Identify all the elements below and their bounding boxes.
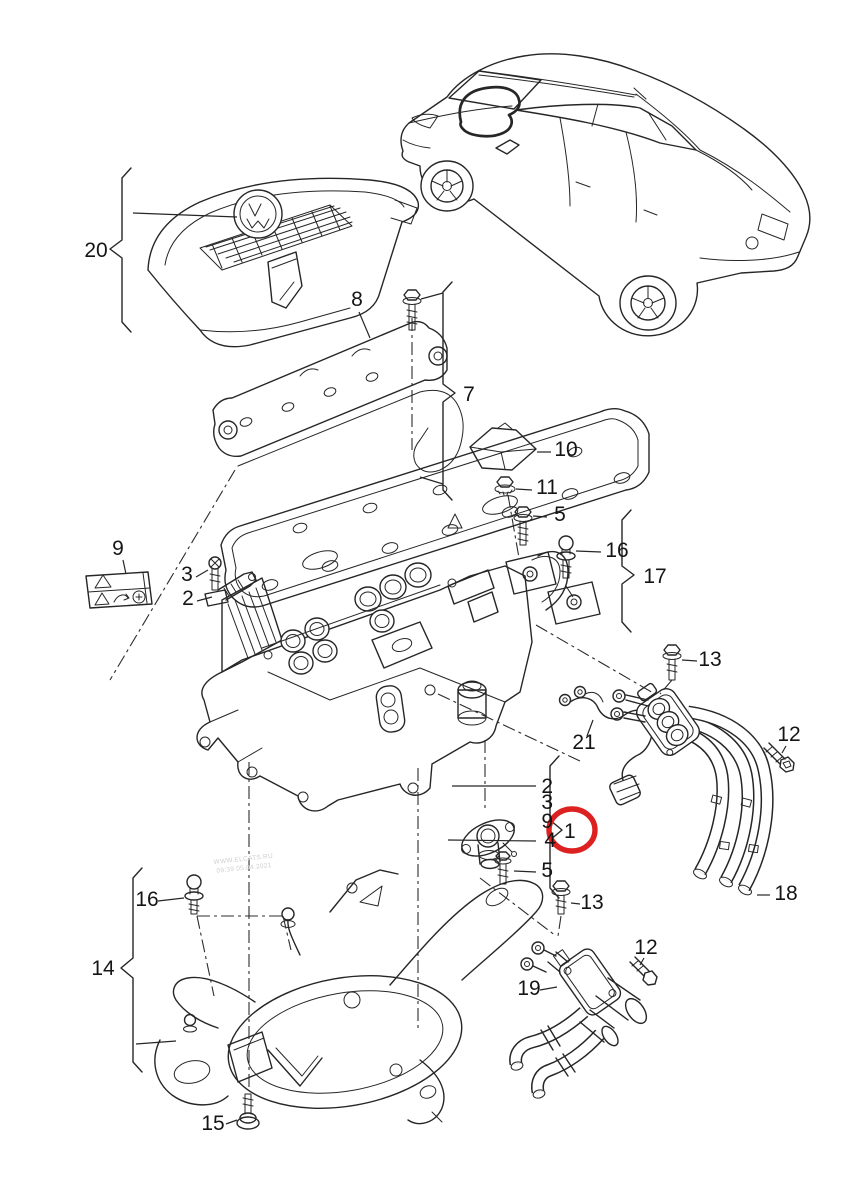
bracket-17 [505,551,601,625]
brace-20 [109,167,132,333]
part-1-highlight [546,806,598,854]
bolt-13-top [662,644,698,681]
warning-label-9 [85,559,153,609]
main-unit-drawing [196,562,533,812]
bolt-13-lower [551,880,581,915]
cover-plate-drawing [212,320,464,473]
bolt-12-top [763,742,795,773]
subframe-14-drawing [135,869,544,1125]
bolt-12-lower [629,956,658,986]
screw-15 [225,1093,260,1130]
bolt-8 [402,289,444,485]
callout-19: 19 [517,977,540,1000]
callout-18: 18 [774,882,797,905]
clip-2 [204,571,257,607]
engine-cover-drawing [132,177,420,348]
brace-7 [442,281,456,501]
connector-19 [509,941,648,1099]
group-1-bracket [447,755,563,899]
callout-group-9: 9 [541,810,553,833]
callout-11: 11 [536,476,558,499]
bolt-5-group [494,851,512,885]
callout-12-top: 12 [777,723,800,746]
nut-11 [494,476,516,496]
callout-13-lower: 13 [580,891,603,914]
callout-12-lower: 12 [634,936,657,959]
callout-13-top: 13 [698,648,721,671]
terminal-flange [610,682,701,756]
callout-10: 10 [554,438,577,461]
callout-16-top: 16 [605,539,628,562]
car-illustration [400,53,811,337]
screw-3 [208,556,222,591]
cap-10 [469,422,537,471]
callout-group-5: 5 [541,859,553,882]
ball-stud-16-left [157,874,204,915]
bolt-5-top [513,506,533,546]
callout-group-4: 4 [544,829,556,852]
callout-20: 20 [84,239,107,262]
callout-2: 2 [182,587,194,610]
brace-17 [621,509,635,633]
watermark: WWW.ELCATS.RU 09:39 05.04.2021 [213,853,273,875]
brace-14 [120,867,143,1073]
callout-group-3: 3 [541,791,553,814]
callout-1-highlighted: 1 [564,820,576,843]
part-4-drawing [461,819,517,870]
callout-21: 21 [572,731,595,754]
construction-lines [109,318,673,1090]
engine-bay-outline [458,85,521,138]
callout-16-left: 16 [135,888,158,911]
callout-15: 15 [201,1112,224,1135]
callout-9: 9 [112,537,124,560]
callout-8: 8 [351,288,363,311]
callout-14: 14 [91,957,115,980]
callout-17: 17 [643,565,666,588]
callout-3: 3 [181,563,193,586]
callout-group-2: 2 [541,775,553,798]
callout-5-top: 5 [554,503,566,526]
callout-7: 7 [463,383,475,406]
